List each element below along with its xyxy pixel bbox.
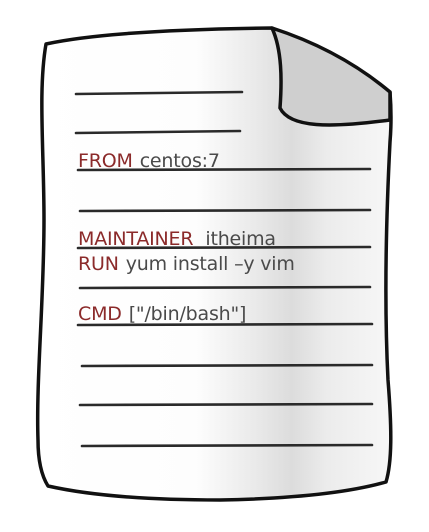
cmd-keyword: CMD: [78, 303, 122, 325]
from-argument: centos:7: [139, 150, 220, 172]
dockerfile-run-line: RUN yum install –y vim: [78, 253, 295, 275]
maintainer-keyword: MAINTAINER: [78, 228, 194, 250]
ruled-lines: [74, 90, 374, 448]
cmd-argument: ["/bin/bash"]: [128, 303, 247, 325]
dockerfile-from-line: FROM centos:7: [78, 150, 220, 172]
run-keyword: RUN: [78, 253, 119, 275]
dockerfile-maintainer-line: MAINTAINER itheima: [78, 228, 276, 250]
maintainer-argument: itheima: [205, 228, 276, 250]
run-argument: yum install –y vim: [125, 253, 295, 275]
folded-corner: [270, 26, 392, 127]
dockerfile-cmd-line: CMD ["/bin/bash"]: [78, 303, 246, 325]
from-keyword: FROM: [78, 150, 133, 172]
